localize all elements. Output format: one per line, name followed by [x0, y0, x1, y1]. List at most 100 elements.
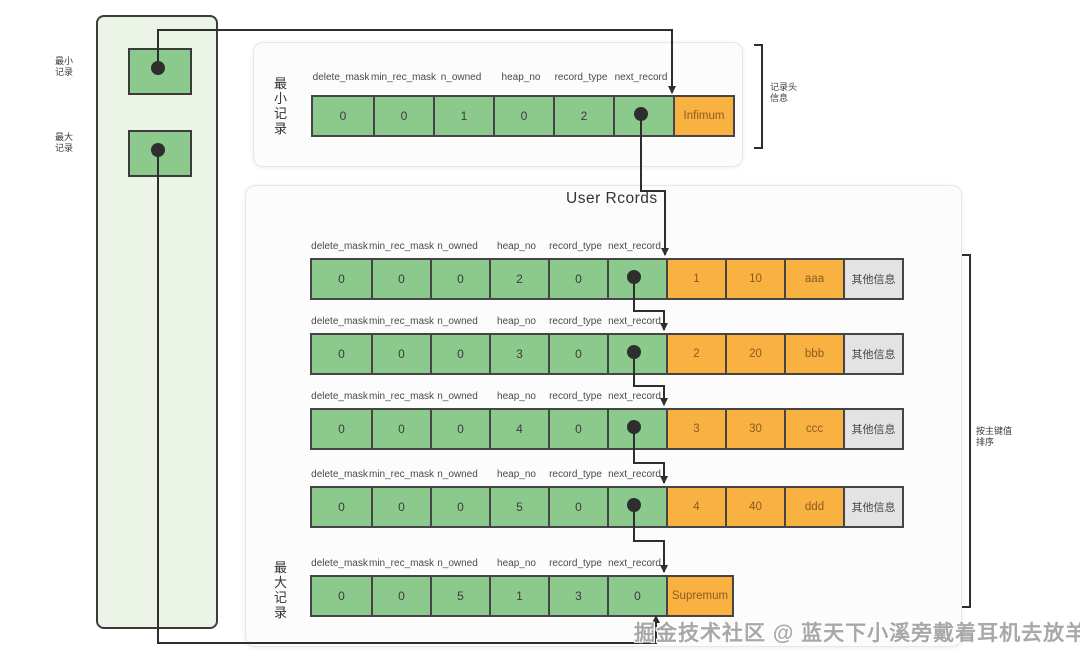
record-2-column-label-delete_mask: delete_mask	[311, 316, 368, 327]
records-bracket	[962, 254, 971, 608]
record-3-field-min_rec_mask: 0	[371, 410, 430, 448]
infimum-field-heap_no: 0	[493, 97, 553, 135]
record-1-field-record_type: 0	[548, 260, 607, 298]
record-1-data-cell-1: 1	[666, 260, 725, 298]
record-2-field-min_rec_mask: 0	[371, 335, 430, 373]
record-3-field-delete_mask: 0	[312, 410, 371, 448]
record-3-column-label-delete_mask: delete_mask	[311, 391, 368, 402]
record-3-data-cell-3: ccc	[784, 410, 843, 448]
record-2-field-heap_no: 3	[489, 335, 548, 373]
record-2-data-cell-1: 2	[666, 335, 725, 373]
infimum-column-label-delete_mask: delete_mask	[312, 72, 370, 83]
record-1-column-label-min_rec_mask: min_rec_mask	[369, 241, 435, 252]
record-1-column-label-record_type: record_type	[549, 241, 602, 252]
record-4-column-label-delete_mask: delete_mask	[311, 469, 368, 480]
record-4-other-info-cell: 其他信息	[843, 488, 902, 526]
record-4-column-label-heap_no: heap_no	[497, 469, 536, 480]
record-1-field-min_rec_mask: 0	[371, 260, 430, 298]
record-2-column-label-record_type: record_type	[549, 316, 602, 327]
record-1-column-label-delete_mask: delete_mask	[311, 241, 368, 252]
record-1-field-next_record	[607, 260, 666, 298]
record-3-field-next_record	[607, 410, 666, 448]
record-3-field-heap_no: 4	[489, 410, 548, 448]
infimum-field-record_type: 2	[553, 97, 613, 135]
infimum-column-label-n_owned: n_owned	[440, 72, 482, 83]
record-3-data-cell-1: 3	[666, 410, 725, 448]
record-2-column-label-min_rec_mask: min_rec_mask	[369, 316, 435, 327]
record-2-field-record_type: 0	[548, 335, 607, 373]
infimum-field-min_rec_mask: 0	[373, 97, 433, 135]
record-4-data-cell-2: 40	[725, 488, 784, 526]
record-1-field-heap_no: 2	[489, 260, 548, 298]
infimum-column-label-record_type: record_type	[554, 72, 608, 83]
record-3-column-label-n_owned: n_owned	[437, 391, 478, 402]
record-4-field-record_type: 0	[548, 488, 607, 526]
record-1-data-cell-2: 10	[725, 260, 784, 298]
record-4-field-min_rec_mask: 0	[371, 488, 430, 526]
infimum-pointer-label: 最小记录	[54, 56, 73, 77]
supremum-column-label-heap_no: heap_no	[497, 558, 536, 569]
record-2-field-delete_mask: 0	[312, 335, 371, 373]
record-3-column-label-heap_no: heap_no	[497, 391, 536, 402]
supremum-record-box	[128, 130, 192, 177]
record-2-column-label-next_record: next_record	[608, 316, 661, 327]
infimum-field-next_record	[613, 97, 673, 135]
infimum-record-box	[128, 48, 192, 95]
infimum-column-label-heap_no: heap_no	[501, 72, 541, 83]
record-1-other-info-cell: 其他信息	[843, 260, 902, 298]
record-1-field-delete_mask: 0	[312, 260, 371, 298]
infimum-column-label-min_rec_mask: min_rec_mask	[371, 72, 437, 83]
record-4-column-label-next_record: next_record	[608, 469, 661, 480]
record-4-column-label-min_rec_mask: min_rec_mask	[369, 469, 435, 480]
record-3-column-label-record_type: record_type	[549, 391, 602, 402]
record-1-field-n_owned: 0	[430, 260, 489, 298]
supremum-field-next_record: 0	[607, 577, 666, 615]
record-3-field-record_type: 0	[548, 410, 607, 448]
supremum-column-label-min_rec_mask: min_rec_mask	[369, 558, 435, 569]
record-4-column-label-record_type: record_type	[549, 469, 602, 480]
infimum-name-cell: Infimum	[673, 97, 733, 135]
supremum-column-label-n_owned: n_owned	[437, 558, 478, 569]
record-1-data-cell-3: aaa	[784, 260, 843, 298]
page-box	[96, 15, 218, 629]
infimum-field-n_owned: 1	[433, 97, 493, 135]
record-2-data-cell-3: bbb	[784, 335, 843, 373]
supremum-pointer-label: 最大记录	[54, 132, 73, 153]
record-1-column-label-next_record: next_record	[608, 241, 661, 252]
supremum-field-n_owned: 5	[430, 577, 489, 615]
watermark: 掘金技术社区 @ 蓝天下小溪旁戴着耳机去放羊	[634, 622, 1080, 645]
record-4-field-n_owned: 0	[430, 488, 489, 526]
infimum-side-label: 最小记录	[273, 76, 287, 136]
supremum-field-record_type: 3	[548, 577, 607, 615]
record-4-data-cell-1: 4	[666, 488, 725, 526]
record-3-column-label-min_rec_mask: min_rec_mask	[369, 391, 435, 402]
record-4-column-label-n_owned: n_owned	[437, 469, 478, 480]
record-4-field-delete_mask: 0	[312, 488, 371, 526]
record-1-column-label-heap_no: heap_no	[497, 241, 536, 252]
user-records-title: User Rcords	[566, 190, 658, 207]
record-4-field-next_record	[607, 488, 666, 526]
supremum-column-label-record_type: record_type	[549, 558, 602, 569]
supremum-field-heap_no: 1	[489, 577, 548, 615]
record-3-field-n_owned: 0	[430, 410, 489, 448]
record-4-data-cell-3: ddd	[784, 488, 843, 526]
supremum-name-cell: Supremum	[666, 577, 732, 615]
record-2-field-n_owned: 0	[430, 335, 489, 373]
record-3-column-label-next_record: next_record	[608, 391, 661, 402]
record-1-column-label-n_owned: n_owned	[437, 241, 478, 252]
supremum-column-label-next_record: next_record	[608, 558, 661, 569]
infimum-bracket	[754, 44, 763, 149]
supremum-field-min_rec_mask: 0	[371, 577, 430, 615]
record-2-column-label-heap_no: heap_no	[497, 316, 536, 327]
record-2-field-next_record	[607, 335, 666, 373]
infimum-column-label-next_record: next_record	[614, 72, 668, 83]
record-4-field-heap_no: 5	[489, 488, 548, 526]
supremum-field-delete_mask: 0	[312, 577, 371, 615]
records-bracket-label: 按主键值排序	[976, 426, 1013, 447]
